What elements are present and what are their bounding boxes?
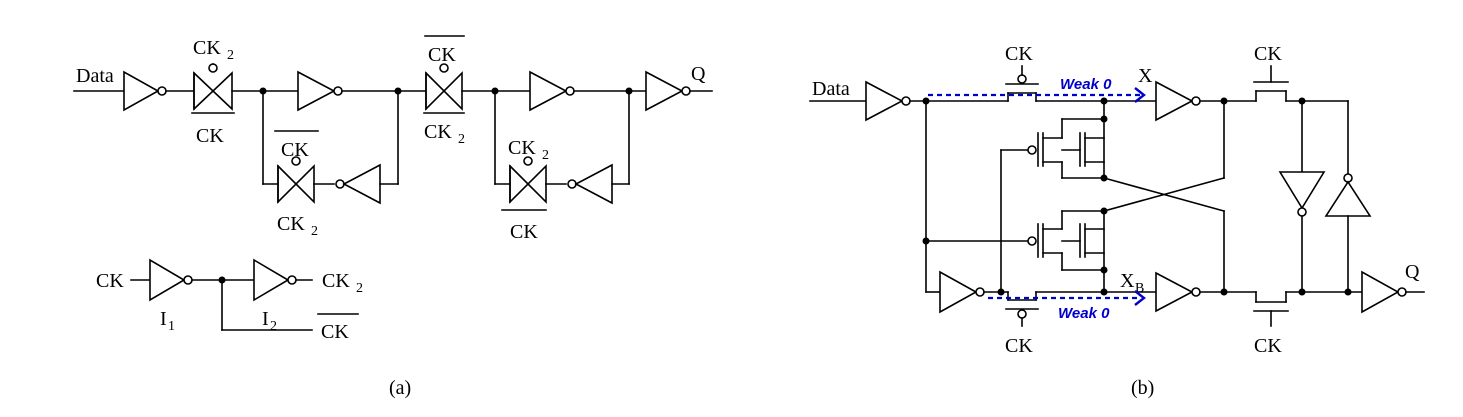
fb1-ckbar-label: CK <box>281 139 309 161</box>
panel-b: Data CK <box>809 43 1425 399</box>
bottom-nmos-ck-label: CK <box>1254 335 1282 357</box>
weak0-top-label: Weak 0 <box>1060 76 1112 93</box>
output-inverter <box>645 70 691 112</box>
clock-inverter-i1 <box>149 258 193 302</box>
x-inverter <box>1155 80 1201 122</box>
cross-wire-2 <box>1103 177 1225 212</box>
transmission-gate-1 <box>191 63 235 114</box>
fb2-ck-label: CK <box>510 221 538 243</box>
panel-a: Data CK 2 CK <box>73 35 713 399</box>
latch1-feedback-tg <box>277 156 315 204</box>
output-inverter-b <box>1361 270 1407 314</box>
latch2-forward-inverter <box>529 70 575 112</box>
xb-node-sub: B <box>1135 281 1144 296</box>
weak0-bottom-label: Weak 0 <box>1058 305 1110 322</box>
tg2-ck2-label: CK <box>424 121 452 143</box>
bottom-pass-pmos <box>1005 291 1039 327</box>
input-inverter-b <box>865 80 911 122</box>
data-input-label-b: Data <box>812 78 850 100</box>
bottom-output-nmos <box>1253 291 1289 327</box>
fb2-ck2-label: CK <box>508 137 536 159</box>
lower-keeper-transistors <box>925 210 1105 293</box>
x-node-label: X <box>1138 65 1153 87</box>
latch1-forward-inverter <box>297 70 343 112</box>
caption-a: (a) <box>389 377 411 399</box>
latch1-feedback-inverter <box>335 163 381 205</box>
transmission-gate-2 <box>423 63 465 114</box>
weak0-bottom-annotation <box>988 290 1146 306</box>
clock-inverter-i2 <box>253 258 297 302</box>
output-latch-down-inverter <box>1278 171 1326 217</box>
tg2-ckbar-label: CK <box>428 44 456 66</box>
upper-keeper-transistors <box>1000 100 1105 293</box>
latch2-feedback-inverter <box>567 163 613 205</box>
top-pmos-ck-label: CK <box>1005 43 1033 65</box>
tg1-ck2-sub: 2 <box>227 48 234 63</box>
output-latch-up-inverter <box>1324 173 1372 217</box>
bottom-inverter-b <box>939 270 985 314</box>
tg1-ck2-label: CK <box>193 37 221 59</box>
tg2-ck2-sub: 2 <box>458 132 465 147</box>
weak0-top-annotation <box>928 87 1146 103</box>
xb-node-label: X <box>1120 270 1135 292</box>
clk-input-label: CK <box>96 270 124 292</box>
i2-label: I <box>262 308 269 330</box>
top-output-nmos <box>1253 65 1289 102</box>
fb1-ck2-label: CK <box>277 213 305 235</box>
top-nmos-ck-label: CK <box>1254 43 1282 65</box>
ck2-output-sub: 2 <box>356 281 363 296</box>
i1-sub: 1 <box>168 319 175 334</box>
top-pass-pmos <box>1005 65 1039 102</box>
caption-b: (b) <box>1131 377 1154 399</box>
data-input-label: Data <box>76 65 114 87</box>
bottom-pmos-ck-label: CK <box>1005 335 1033 357</box>
ck2-output-label: CK <box>322 270 350 292</box>
inverter-input <box>123 70 167 112</box>
q-output-label-b: Q <box>1405 261 1420 283</box>
xb-inverter <box>1155 271 1201 313</box>
q-output-label: Q <box>691 63 706 85</box>
ckbar-output-label: CK <box>321 321 349 343</box>
fb2-ck2-sub: 2 <box>542 148 549 163</box>
latch2-feedback-tg <box>509 156 547 204</box>
i2-sub: 2 <box>270 319 277 334</box>
i1-label: I <box>160 308 167 330</box>
tg1-ck-label: CK <box>196 125 224 147</box>
fb1-ck2-sub: 2 <box>311 224 318 239</box>
